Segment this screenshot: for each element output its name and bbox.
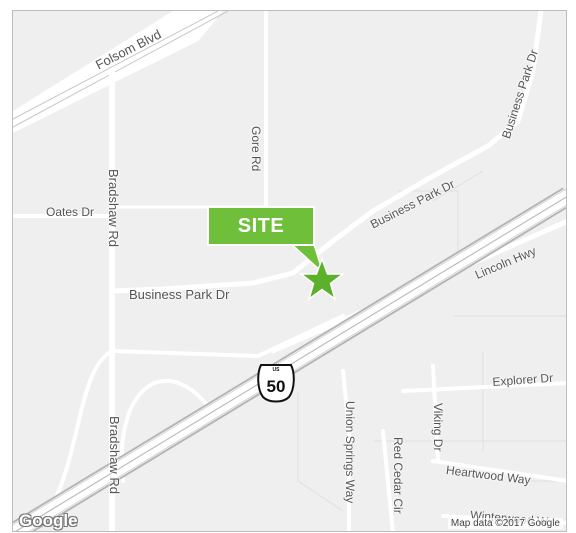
us-route-shield-prefix: US [272, 367, 280, 373]
map-canvas[interactable] [13, 11, 567, 532]
site-callout-pointer [286, 240, 325, 276]
us-route-shield-icon[interactable] [257, 364, 295, 403]
site-callout-label: SITE [209, 208, 313, 244]
label-gore-rd: Gore Rd [249, 126, 263, 172]
map-view[interactable]: Folsom Blvd Business Park Dr Gore Rd Bus… [12, 10, 567, 532]
label-bradshaw-rd-north: Bradshaw Rd [106, 169, 121, 248]
map-attribution[interactable]: Map data ©2017 Google [447, 518, 563, 529]
label-oates-dr: Oates Dr [46, 205, 95, 219]
folsom-blvd-road[interactable] [13, 11, 229, 133]
label-bradshaw-rd-south: Bradshaw Rd [107, 416, 122, 495]
star-icon[interactable] [298, 256, 346, 301]
label-viking-dr: Viking Dr [431, 403, 445, 452]
label-business-park-dr-west: Business Park Dr [129, 287, 230, 302]
label-red-cedar-cir: Red Cedar Cir [391, 437, 405, 514]
google-logo[interactable]: Google [19, 511, 78, 530]
label-union-springs-way: Union Springs Way [343, 401, 357, 504]
us-route-shield-number: 50 [266, 377, 286, 396]
